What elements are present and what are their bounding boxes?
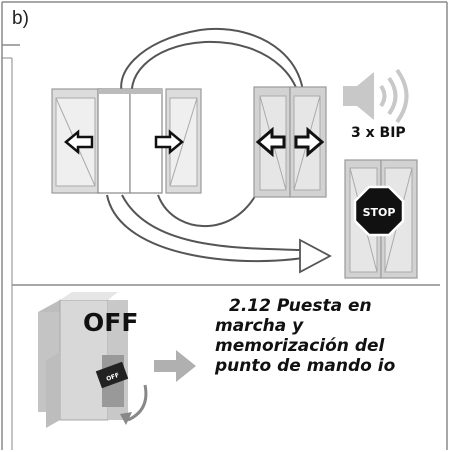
beep-label: 3 x BIP [351,125,406,141]
switch-off-label: OFF [105,372,120,383]
window-pair-closing-icon [253,86,327,198]
circuit-breaker-icon: OFF [38,292,148,428]
off-label: OFF [83,308,139,337]
window-pair-open-icon [51,88,202,194]
panel-label: b) [12,8,29,29]
stop-sign-icon: STOP [353,185,405,237]
next-step-arrow [154,350,196,382]
caption-line: memorización del [215,336,385,356]
caption-line: marcha y [215,316,304,336]
step-caption: 2.12 Puesta en marcha y memorización del… [215,296,443,376]
speaker-icon [343,68,409,124]
caption-line: 2.12 Puesta en [229,296,372,316]
stop-label: STOP [363,206,396,219]
caption-line: punto de mando io [215,356,396,376]
